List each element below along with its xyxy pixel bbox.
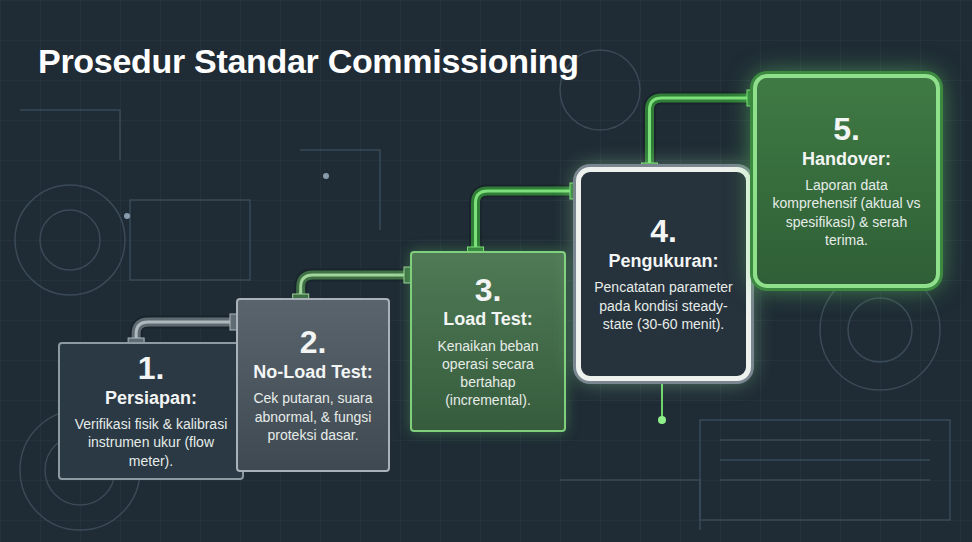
step-heading: Persiapan: [105,388,197,410]
pipe-connector [468,183,577,254]
step-description: Laporan data komprehensif (aktual vs spe… [767,176,926,249]
pipe-stroke [136,322,236,342]
step-box: 1.Persiapan: Verifikasi fisik & kalibrasi… [58,342,244,480]
step-number: 4. [650,215,677,249]
pipe-connector [128,314,237,345]
pipe-stroke [301,275,410,298]
pipe-connector [642,90,755,170]
diagram-title: Prosedur Standar Commissioning [38,42,579,81]
step-heading: Load Test: [443,309,533,331]
step-number: 3. [475,274,502,308]
step-box: 5.Handover: Laporan data komprehensif (ak… [753,74,940,288]
sparkle [323,173,329,179]
machine-sketch [15,50,950,530]
step-heading: Handover: [802,149,891,171]
step-description: Pencatatan parameter pada kondisi steady… [591,278,736,333]
step-description: Verifikasi fisik & kalibrasi instrumen u… [70,415,232,470]
step-box: 3.Load Test: Kenaikan beban operasi secar… [410,251,566,432]
pipe-stroke [136,322,236,342]
pipe-stroke [476,191,576,251]
step-box: 2.No-Load Test: Cek putaran, suara abnorm… [236,298,390,472]
step-box: 4.Pengukuran: Pencatatan parameter pada k… [576,167,751,381]
pipe-stroke [476,191,576,251]
step-heading: Pengukuran: [608,251,718,273]
pipe-stroke [650,98,754,167]
step-number: 2. [300,326,327,360]
pipe-stroke [650,98,754,167]
sparkle [124,213,130,219]
pipe-stroke [301,275,410,298]
step-description: Cek putaran, suara abnormal, & fungsi pr… [248,389,378,444]
pipe-stroke [301,275,410,298]
probe-line [658,381,666,424]
step-number: 1. [138,352,165,386]
pipe-connector [293,267,411,301]
pipe-stroke [136,322,236,342]
pipe-stroke [650,98,754,167]
step-heading: No-Load Test: [253,362,373,384]
step-description: Kenaikan beban operasi secara bertahap (… [422,337,554,410]
step-number: 5. [833,113,860,147]
pipe-stroke [476,191,576,251]
